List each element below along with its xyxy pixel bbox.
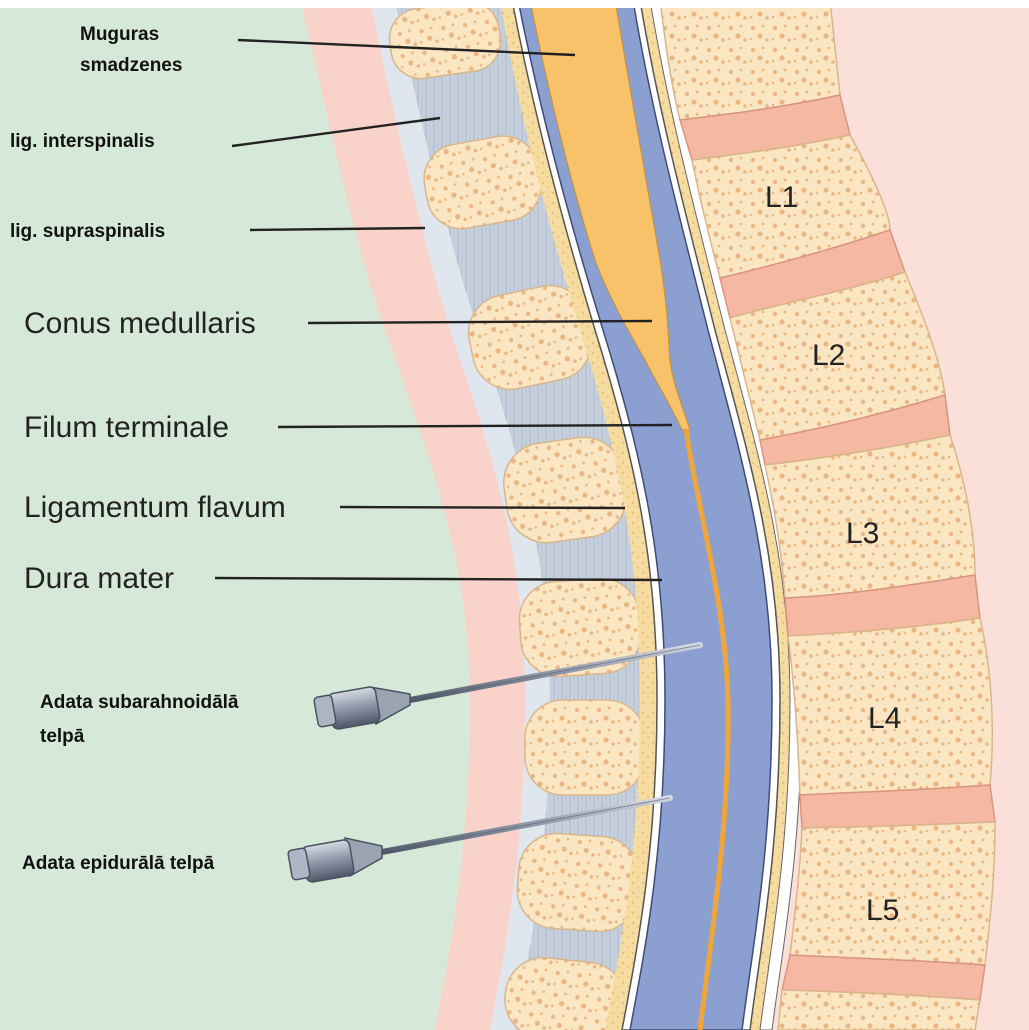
label-conus-medullaris: Conus medullaris [24, 307, 256, 340]
label-ligamentum-flavum: Ligamentum flavum [24, 491, 286, 524]
label-needle-subarachnoid-line2: telpā [40, 726, 85, 747]
vertebra-label-l3: L3 [846, 517, 879, 550]
label-muguras-smadzenes-line2: smadzenes [80, 55, 182, 76]
label-needle-epidural: Adata epidurālā telpā [22, 853, 215, 874]
top-frame-edge [0, 0, 1029, 8]
label-muguras-smadzenes-line1: Muguras [80, 24, 159, 45]
vertebra-label-l2: L2 [812, 339, 845, 372]
vertebra-label-l1: L1 [765, 181, 798, 214]
label-lig-interspinalis: lig. interspinalis [10, 131, 155, 152]
vertebra-label-l5: L5 [866, 894, 899, 927]
vertebra-label-l4: L4 [868, 702, 901, 735]
label-needle-subarachnoid-line1: Adata subarahnoidālā [40, 692, 239, 713]
label-filum-terminale: Filum terminale [24, 411, 229, 444]
label-dura-mater: Dura mater [24, 562, 174, 595]
label-lig-supraspinalis: lig. supraspinalis [10, 221, 165, 242]
